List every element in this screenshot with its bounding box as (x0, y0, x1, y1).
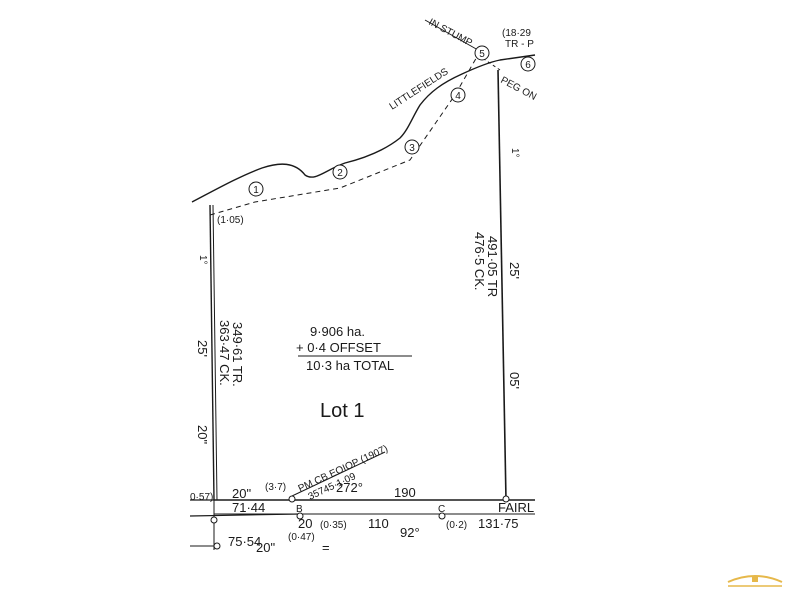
left-offset-label: (1·05) (217, 215, 244, 226)
svg-text:4: 4 (455, 91, 461, 102)
svg-text:3: 3 (409, 143, 415, 154)
offset-047: (0·47) (288, 532, 315, 543)
equals-mark: = (322, 540, 330, 555)
lower-110: 110 (368, 516, 389, 531)
south-bearing: 272° (336, 480, 363, 495)
station-marker: 1 (248, 181, 264, 197)
south-length: 190 (394, 485, 416, 500)
station-markers: 1 2 3 4 5 6 (248, 45, 536, 197)
coord-label-2: TR - P (505, 39, 534, 50)
lower-7554: 75·54 (228, 534, 261, 549)
point-b: B (296, 504, 303, 515)
east-bearing-min: 25' (507, 262, 522, 279)
area-block: 9·906 ha. + 0·4 OFFSET 10·3 ha TOTAL (296, 324, 412, 373)
area-line-1: 9·906 ha. (310, 324, 365, 339)
west-bearing-sec: 20" (195, 425, 210, 444)
coord-label: (18·29 (502, 28, 531, 39)
offset-057: 0·57) (190, 492, 213, 503)
svg-text:1: 1 (253, 185, 259, 196)
offset-02: (0·2) (446, 520, 467, 531)
station-marker: 3 (404, 139, 420, 155)
east-length-label: 491·05 TR (485, 236, 500, 297)
point-c: C (438, 504, 445, 515)
west-length-label: 363·47 CK. (217, 320, 232, 386)
station-marker: 2 (332, 164, 348, 180)
west-bearing-deg: 1° (197, 255, 208, 265)
peg-on-label: PEG ON (499, 75, 539, 103)
offset-035: (0·35) (320, 520, 347, 531)
lot-boundary (189, 19, 536, 550)
west-bearing-min: 25' (195, 340, 210, 357)
west-length-tr-label: 349·61 TR. (230, 322, 245, 387)
lot-name: Lot 1 (320, 400, 364, 422)
svg-text:2: 2 (337, 168, 343, 179)
station-marker: 5 (474, 45, 490, 61)
sw-bearing: 20" (232, 486, 251, 501)
east-length-ck-label: 476·5 CK. (472, 232, 487, 291)
road-name: FAIRL (498, 500, 534, 515)
stump-label: IN STUMP (427, 17, 475, 49)
svg-text:6: 6 (525, 60, 531, 71)
lower-92: 92° (400, 525, 420, 540)
sw-length: 71·44 (232, 500, 265, 515)
east-bearing-deg: 1° (509, 148, 520, 158)
lower-20: 20 (298, 516, 312, 531)
sw-offset: (3·7) (265, 482, 286, 493)
lower-13175: 131·75 (478, 516, 518, 531)
lower-20b: 20" (256, 540, 275, 555)
area-line-3: 10·3 ha TOTAL (306, 358, 394, 373)
east-bearing-sec: 05' (507, 372, 522, 389)
station-marker: 4 (450, 87, 466, 103)
brand-logo-icon (727, 575, 783, 587)
station-marker: 6 (520, 56, 536, 72)
svg-text:5: 5 (479, 49, 485, 60)
area-line-2: + 0·4 OFFSET (296, 340, 381, 355)
